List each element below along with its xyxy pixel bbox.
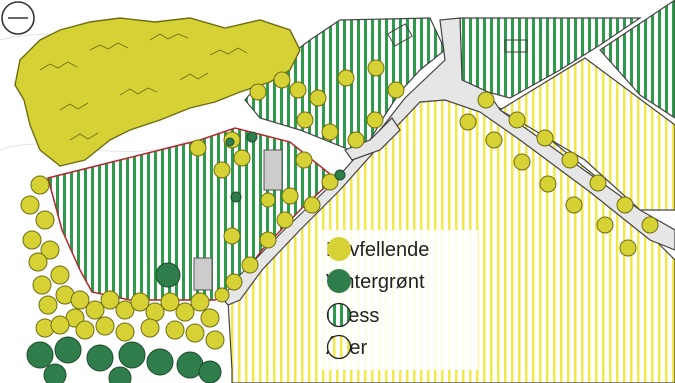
legend-item-field: Åker [326, 334, 367, 362]
field-symbol-icon [326, 334, 352, 360]
building-1 [263, 149, 283, 191]
buildings [193, 23, 528, 291]
field-area-northeast [498, 57, 675, 211]
north-arrow-icon [1, 1, 35, 35]
building-2 [193, 257, 213, 291]
evergreen-symbol-icon [327, 269, 351, 293]
deciduous-symbol-icon [327, 237, 351, 261]
greenhouse-2 [504, 39, 528, 53]
grass-symbol-icon [326, 302, 352, 328]
deciduous-trees [20, 59, 659, 350]
legend-item-evergreen: Vintergrønt [326, 268, 425, 296]
grass-area-east [599, 0, 675, 119]
legend-item-grass: Gress [326, 302, 379, 330]
greenhouse-1 [387, 23, 413, 47]
evergreen-trees [26, 131, 346, 383]
map-legend: Løvfellende Vintergrønt Gress Åker [318, 230, 478, 370]
grass-area-yard [47, 127, 337, 301]
legend-item-deciduous: Løvfellende [326, 236, 429, 264]
legend-label-evergreen: Vintergrønt [326, 270, 425, 293]
canopy-texture [39, 33, 248, 141]
legend-label-deciduous: Løvfellende [326, 238, 430, 261]
